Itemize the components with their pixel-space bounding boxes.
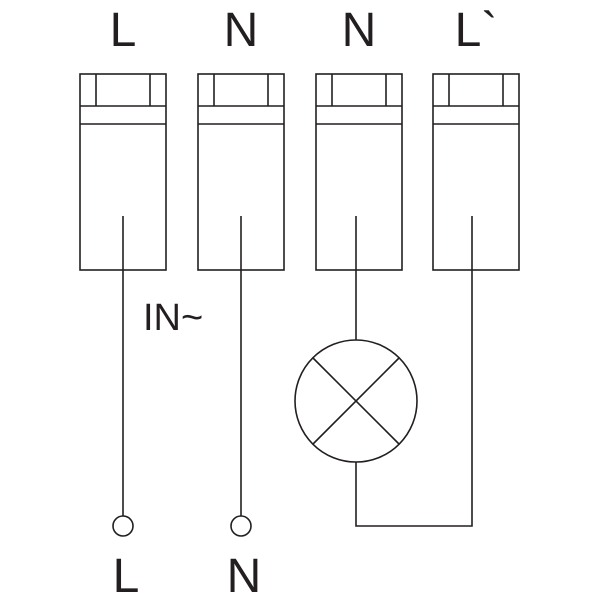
lamp-icon — [294, 339, 418, 463]
bottom-label-n: N — [227, 550, 262, 600]
connection-point-l — [112, 515, 134, 537]
terminal-label-2: N — [224, 4, 259, 57]
terminal-label-1: L — [110, 4, 137, 57]
terminal-label-3: N — [342, 4, 377, 57]
input-label: IN~ — [143, 297, 203, 339]
connection-point-n — [230, 515, 252, 537]
terminal-block-3 — [315, 73, 403, 271]
terminal-label-4: L` — [455, 4, 498, 57]
wire-lamp-to-l-prime — [355, 216, 473, 527]
bottom-label-l: L — [113, 550, 140, 600]
terminal-block-4 — [432, 73, 520, 271]
